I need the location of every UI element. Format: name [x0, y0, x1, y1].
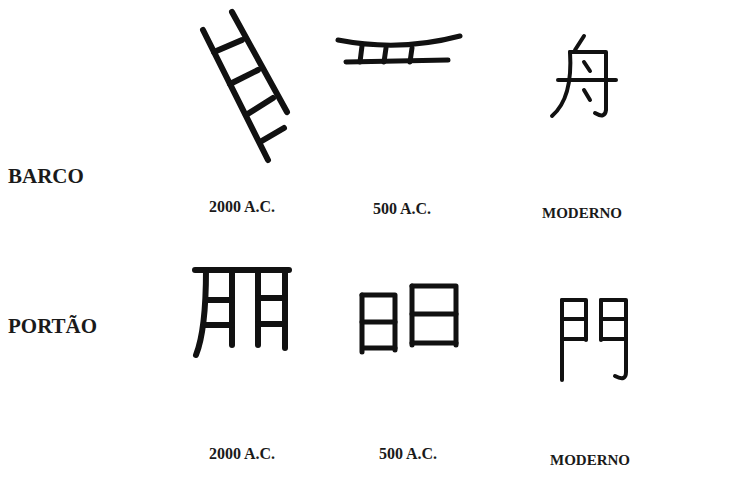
gate-500bc	[362, 286, 456, 352]
date-caption: 2000 A.C.	[209, 198, 275, 216]
date-caption: 2000 A.C.	[209, 445, 275, 463]
boat-500bc	[338, 36, 460, 62]
gate-modern	[562, 300, 626, 380]
period-caption: MODERNO	[542, 205, 622, 222]
date-caption: 500 A.C.	[373, 200, 431, 218]
boat-2000bc	[203, 12, 287, 160]
gate-2000bc	[195, 270, 289, 355]
row-label: BARCO	[8, 164, 84, 189]
boat-modern	[552, 36, 616, 116]
date-caption: 500 A.C.	[379, 445, 437, 463]
period-caption: MODERNO	[550, 452, 630, 469]
row-label: PORTÃO	[8, 314, 97, 339]
